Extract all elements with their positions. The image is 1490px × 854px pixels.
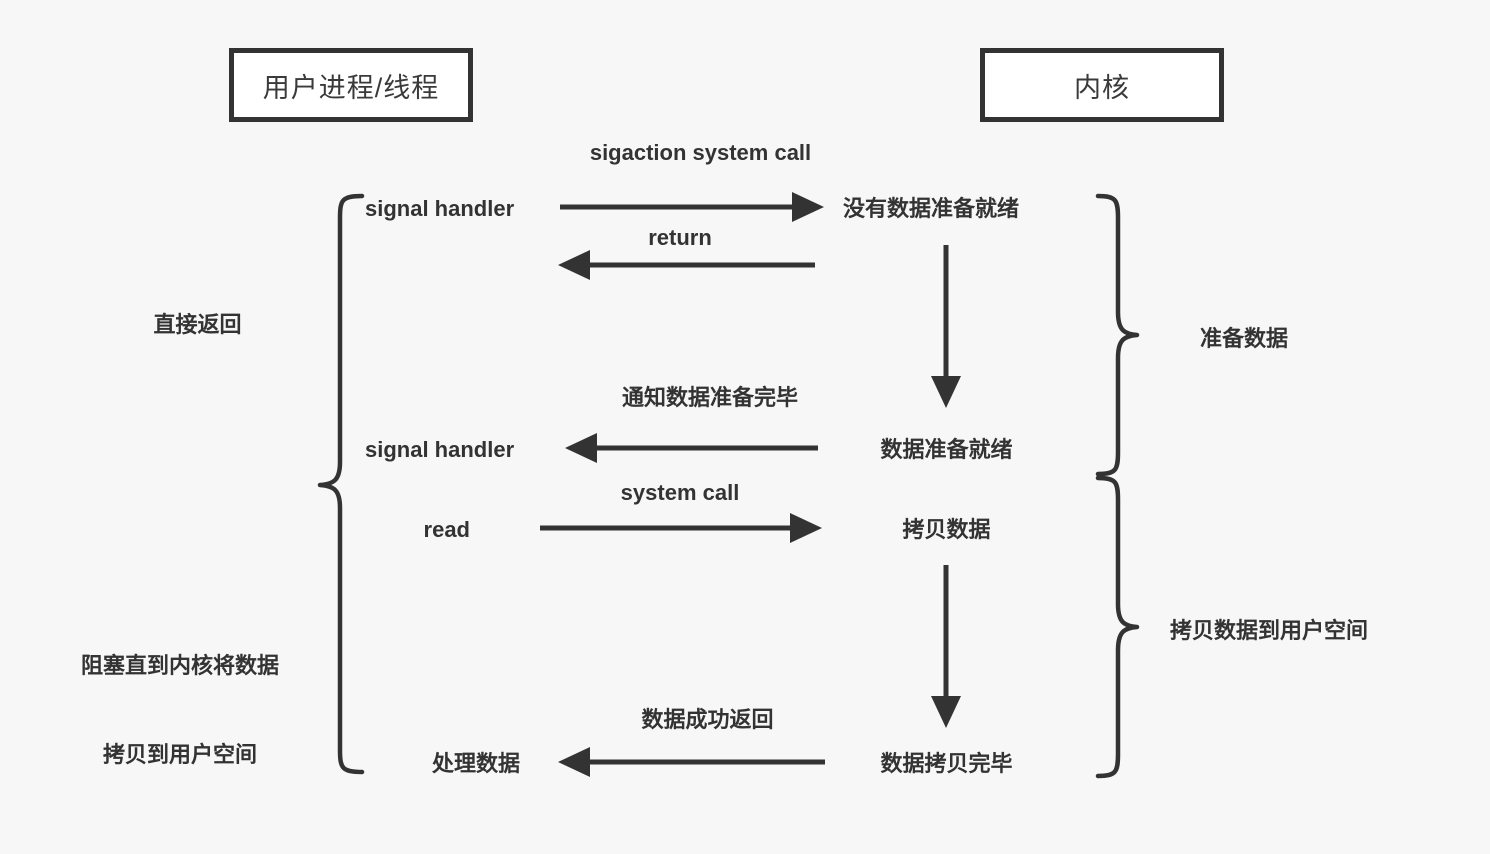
arrow-label-notify-data-ready: 通知数据准备完毕 [621, 385, 798, 410]
left-brace [317, 193, 365, 775]
arrow-sigaction-head [792, 192, 824, 222]
annotation-block-until-copy: 阻塞直到内核将数据 拷贝到用户空间 [40, 592, 320, 830]
annotation-copy-data-to-userspace: 拷贝数据到用户空间 [1170, 618, 1369, 643]
node-read: read [423, 517, 470, 542]
column-header-kernel: 内核 [980, 48, 1224, 122]
right-brace-lower [1095, 475, 1140, 779]
arrow-return-head [558, 250, 590, 280]
annotation-block-until-copy-line1: 阻塞直到内核将数据 [80, 653, 279, 679]
annotation-block-until-copy-line2: 拷贝到用户空间 [102, 742, 257, 768]
node-signal-handler-2: signal handler [365, 437, 515, 462]
arrow-label-system-call: system call [620, 480, 740, 505]
column-header-user-process-label: 用户进程/线程 [262, 72, 440, 103]
arrow-notify-ready-head [565, 433, 597, 463]
arrow-data-return-head [558, 747, 590, 777]
annotation-return-directly: 直接返回 [153, 312, 242, 337]
arrow-system-call-head [790, 513, 822, 543]
node-data-ready: 数据准备就绪 [880, 437, 1013, 462]
arrow-label-data-success-return: 数据成功返回 [641, 707, 774, 732]
node-signal-handler-1: signal handler [365, 196, 515, 221]
node-process-data: 处理数据 [431, 751, 520, 776]
column-header-kernel-label: 内核 [1074, 72, 1130, 103]
arrow-label-return: return [648, 225, 712, 250]
node-copy-done: 数据拷贝完毕 [880, 751, 1013, 776]
arrow-label-sigaction-system-call: sigaction system call [589, 140, 812, 165]
column-header-user-process: 用户进程/线程 [229, 48, 473, 122]
right-brace-upper [1095, 193, 1140, 477]
arrow-kernel-copy-head [931, 696, 961, 728]
annotation-prepare-data: 准备数据 [1200, 326, 1289, 351]
node-copy-data: 拷贝数据 [902, 517, 991, 542]
arrow-kernel-prepare-head [931, 376, 961, 408]
node-no-data-ready: 没有数据准备就绪 [843, 196, 1020, 221]
